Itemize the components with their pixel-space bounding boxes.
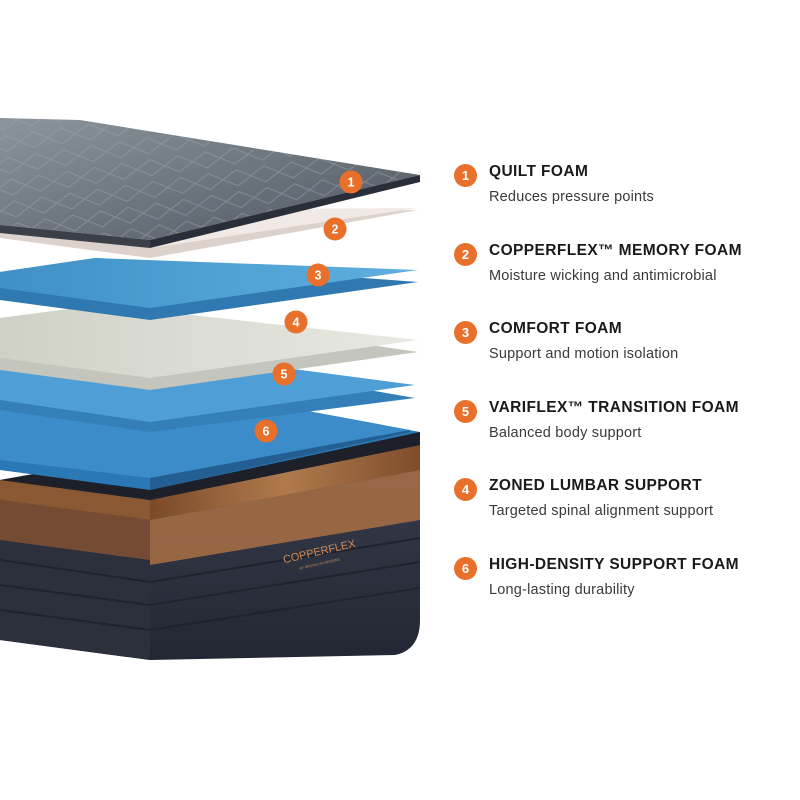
number-badge: 2 <box>454 242 477 266</box>
mattress-callouts: 1 2 3 4 5 6 <box>254 170 363 443</box>
legend-item-memory-foam: 2 COPPERFLEX™ MEMORY FOAM Moisture wicki… <box>450 239 795 318</box>
legend-title: ZONED LUMBAR SUPPORT <box>489 477 702 494</box>
callout-badge-5: 5 <box>272 362 296 386</box>
callout-badge-6: 6 <box>254 419 278 443</box>
mattress-layers-illustration: COPPERFLEX BY BROOKLYN BEDDING <box>0 118 421 660</box>
number-badge: 4 <box>454 478 477 501</box>
callout-number: 6 <box>263 425 270 439</box>
number-badge: 1 <box>454 164 477 187</box>
legend-item-transition-foam: 5 VARIFLEX™ TRANSITION FOAM Balanced bod… <box>450 396 795 475</box>
number-badge: 6 <box>454 556 477 580</box>
legend-title: COPPERFLEX™ MEMORY FOAM <box>489 241 742 259</box>
callout-badge-1: 1 <box>339 170 363 194</box>
legend-title: HIGH-DENSITY SUPPORT FOAM <box>489 555 739 573</box>
legend-description: Targeted spinal alignment support <box>489 503 714 519</box>
legend-description: Long-lasting durability <box>489 581 635 598</box>
callout-badge-2: 2 <box>323 217 347 241</box>
legend-description: Balanced body support <box>489 424 642 441</box>
callout-badge-4: 4 <box>284 310 308 334</box>
callout-number: 3 <box>315 269 322 283</box>
callout-number: 5 <box>281 368 288 382</box>
legend-item-lumbar-support: 4 ZONED LUMBAR SUPPORT Targeted spinal a… <box>450 474 795 553</box>
legend-title: VARIFLEX™ TRANSITION FOAM <box>489 398 739 416</box>
legend-item-comfort-foam: 3 COMFORT FOAM Support and motion isolat… <box>450 317 795 396</box>
number-badge: 3 <box>454 321 477 344</box>
callout-badge-3: 3 <box>306 263 330 287</box>
legend-title: QUILT FOAM <box>489 163 589 180</box>
layer-legend: 1 QUILT FOAM Reduces pressure points 2 C… <box>450 160 795 631</box>
callout-number: 2 <box>332 223 339 237</box>
legend-description: Support and motion isolation <box>489 346 679 362</box>
legend-title: COMFORT FOAM <box>489 320 623 337</box>
callout-number: 4 <box>293 316 300 330</box>
legend-item-quilt-foam: 1 QUILT FOAM Reduces pressure points <box>450 160 795 239</box>
number-badge: 5 <box>454 399 477 423</box>
callout-number: 1 <box>348 176 355 190</box>
mattress-layer-transition-foam <box>0 305 418 390</box>
legend-description: Reduces pressure points <box>489 189 654 205</box>
legend-item-support-foam: 6 HIGH-DENSITY SUPPORT FOAM Long-lasting… <box>450 553 795 632</box>
legend-description: Moisture wicking and antimicrobial <box>489 267 717 284</box>
